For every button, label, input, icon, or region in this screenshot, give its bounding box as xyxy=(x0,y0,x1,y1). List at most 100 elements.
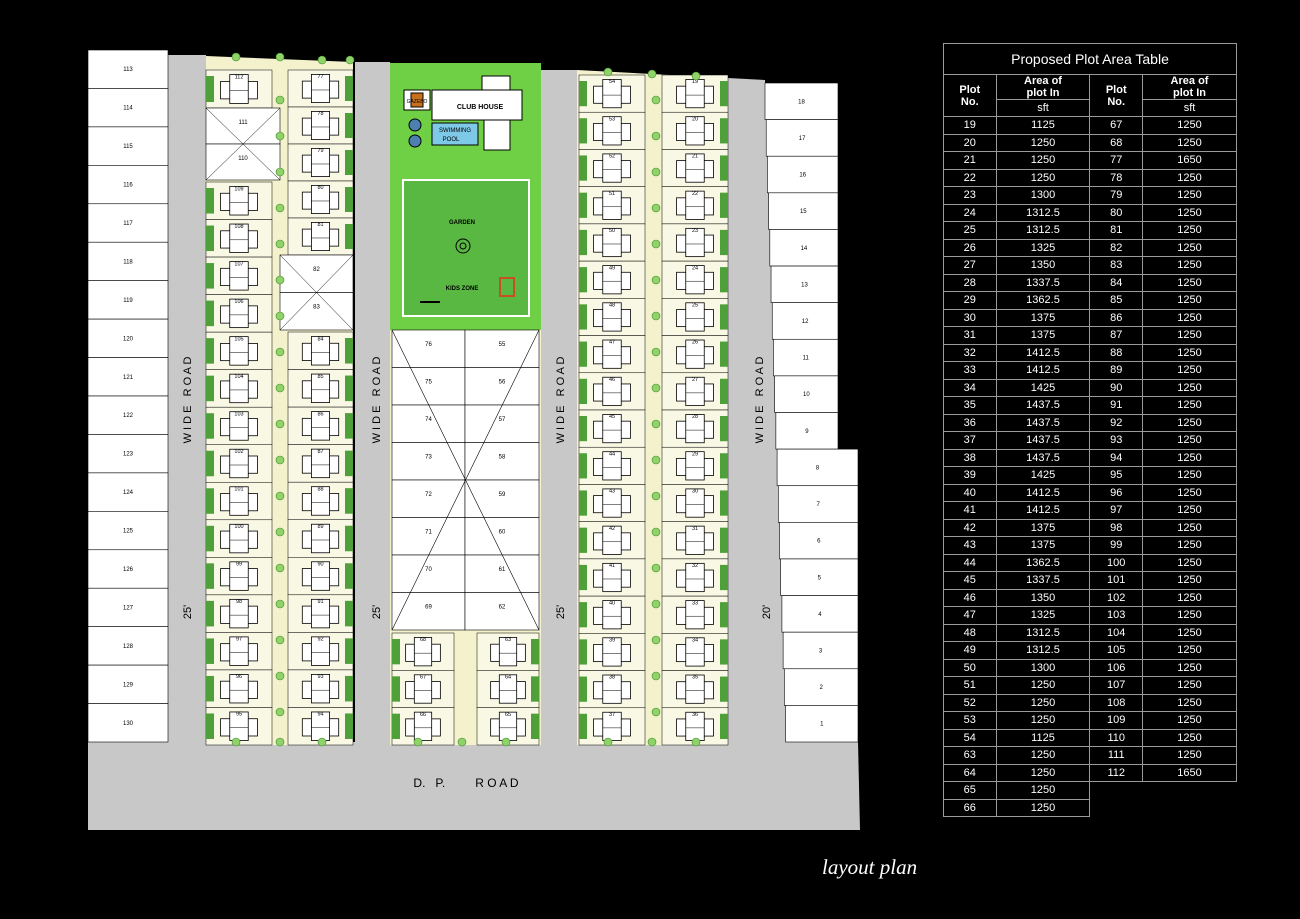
strip-plot xyxy=(781,595,859,633)
table-cell: 1425 xyxy=(995,466,1091,485)
plot-number: 100 xyxy=(234,524,243,530)
lawn xyxy=(579,527,587,553)
tree-icon xyxy=(408,134,422,148)
plot-number: 28 xyxy=(692,414,698,420)
villa-building-wing xyxy=(685,302,705,332)
table-cell: 79 xyxy=(1089,186,1144,205)
villa-building-wing xyxy=(229,636,249,666)
plot-number: 52 xyxy=(609,154,615,160)
plot-number: 117 xyxy=(123,221,133,227)
tree-icon xyxy=(408,118,422,132)
villa-building-wing xyxy=(602,414,622,444)
villa-building-wing xyxy=(310,486,330,516)
strip-plot xyxy=(771,302,839,340)
tree-icon xyxy=(651,311,661,321)
villa-building-wing xyxy=(229,373,249,404)
table-cell: 66 xyxy=(943,798,997,817)
table-cell: 67 xyxy=(1089,116,1144,135)
table-cell: 1250 xyxy=(1142,308,1237,327)
lawn xyxy=(720,564,728,591)
plot-number: 114 xyxy=(123,106,133,112)
villa-building-wing xyxy=(310,448,330,479)
tree-icon xyxy=(651,203,661,213)
villa-building-wing xyxy=(602,451,622,481)
strip-plot xyxy=(773,338,839,377)
table-cell: 81 xyxy=(1089,221,1144,240)
table-cell xyxy=(1090,782,1143,800)
table-cell: 1250 xyxy=(1142,466,1237,485)
table-cell: 48 xyxy=(943,623,997,642)
villa-building-wing xyxy=(229,561,249,591)
plot-number: 23 xyxy=(692,228,698,234)
table-cell: 1250 xyxy=(1142,116,1237,135)
table-cell: 105 xyxy=(1089,641,1144,660)
villa-building-wing xyxy=(310,373,330,403)
tree-icon xyxy=(275,491,285,501)
kids-zone-label: KIDS ZONE xyxy=(446,286,479,292)
lawn xyxy=(720,713,728,739)
table-cell: 1300 xyxy=(995,186,1091,205)
plot-number: 76 xyxy=(425,342,432,348)
lawn xyxy=(345,150,353,175)
tree-icon xyxy=(275,311,285,321)
plot-number: 115 xyxy=(123,144,133,150)
tree-icon xyxy=(651,707,661,717)
lawn xyxy=(206,338,214,364)
gazebo-label: GAZEBO xyxy=(407,99,428,105)
lawn xyxy=(345,488,353,514)
tree-icon xyxy=(651,239,661,249)
villa-building-wing xyxy=(229,336,249,366)
lawn xyxy=(720,81,728,107)
plot-number: 99 xyxy=(236,562,242,568)
villa-building-wing xyxy=(229,523,249,554)
plot-number: 63 xyxy=(505,637,511,643)
table-cell: 1250 xyxy=(995,781,1091,800)
tree-icon xyxy=(651,455,661,465)
wide-road-label-3: W I D E R O A D xyxy=(555,357,567,444)
tree-icon xyxy=(647,737,657,747)
villa-building-wing xyxy=(685,339,705,369)
table-cell: 1250 xyxy=(1142,256,1237,275)
table-cell: 1250 xyxy=(1142,221,1237,240)
plot-number: 81 xyxy=(317,222,323,228)
table-cell: 21 xyxy=(943,151,997,170)
villa-building-wing xyxy=(310,185,330,214)
tree-icon xyxy=(651,347,661,357)
club-house xyxy=(431,89,523,121)
table-cell: 39 xyxy=(943,466,997,485)
table-cell: 104 xyxy=(1089,623,1144,642)
plot-number: 46 xyxy=(609,377,615,383)
table-cell: 1250 xyxy=(995,711,1091,730)
table-cell: 1250 xyxy=(995,676,1091,695)
lawn xyxy=(206,488,214,514)
plot-number: 20 xyxy=(692,116,698,122)
table-cell: 1300 xyxy=(995,658,1091,677)
table-cell: 25 xyxy=(943,221,997,240)
lawn xyxy=(579,676,587,702)
table-cell: 53 xyxy=(943,711,997,730)
wide-road-label-2: W I D E R O A D xyxy=(371,357,383,444)
table-cell: 1325 xyxy=(995,238,1091,257)
villa-building-wing xyxy=(310,598,330,629)
tree-icon xyxy=(275,707,285,717)
villa-building-wing xyxy=(685,153,705,183)
villa-building-wing xyxy=(602,637,622,667)
plot-number: 65 xyxy=(505,712,511,718)
table-cell: 106 xyxy=(1089,658,1144,677)
lawn xyxy=(392,676,400,702)
table-cell: 1350 xyxy=(995,256,1091,275)
strip-plot xyxy=(87,472,169,512)
club-house-annex xyxy=(483,119,511,151)
lawn xyxy=(345,187,353,212)
gazebo-mark xyxy=(410,92,424,108)
lawn xyxy=(531,639,539,665)
table-cell: 87 xyxy=(1089,326,1144,345)
